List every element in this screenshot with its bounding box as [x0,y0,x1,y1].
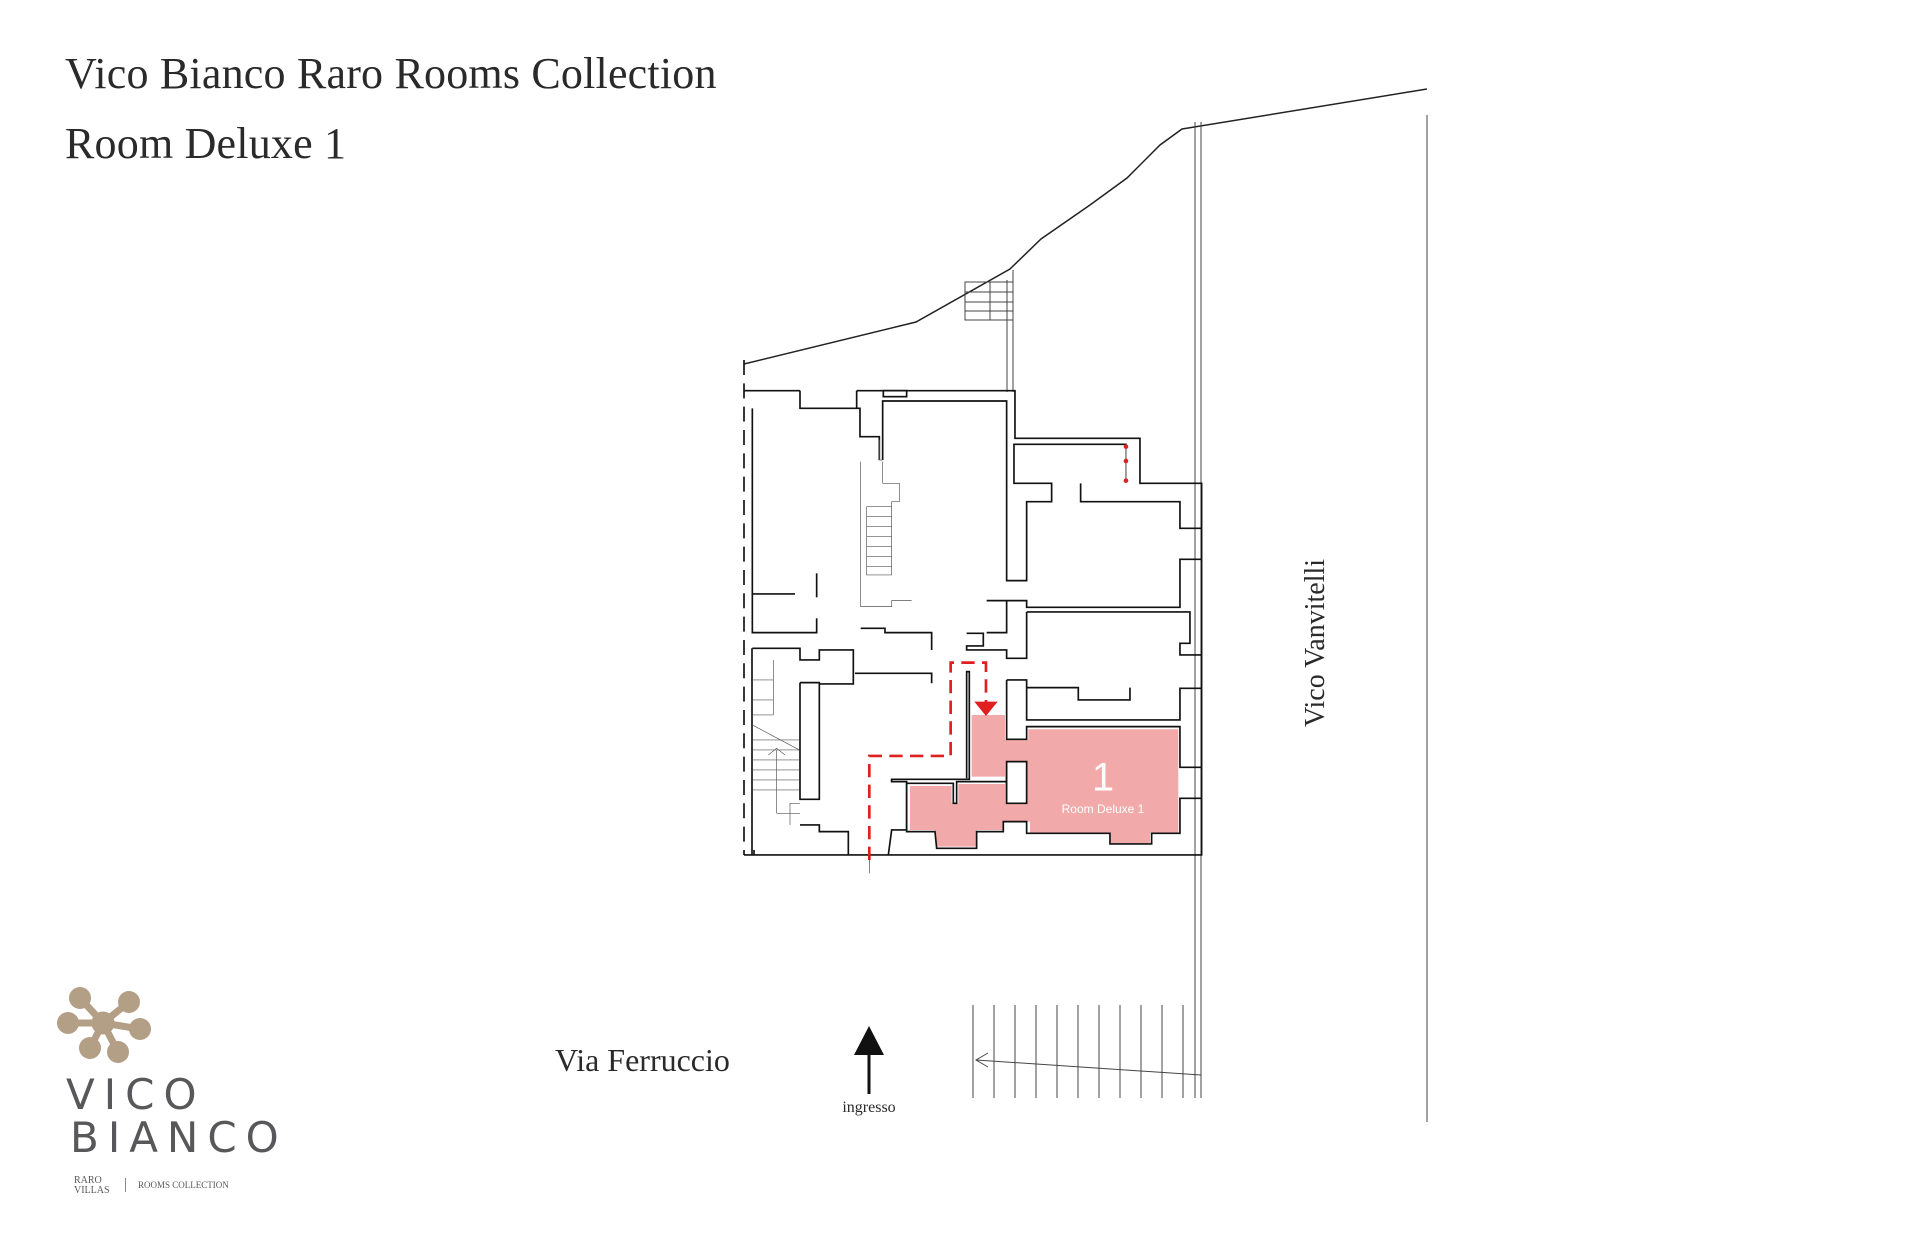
street-label-east: Vico Vanvitelli [1300,558,1331,728]
raro-villas-brand: RARO VILLAS [74,1175,110,1196]
exterior-stair [964,281,1014,321]
room-deluxe-1-area [909,714,1179,847]
logo-line1: VICO [66,1070,206,1119]
door-markers [1123,444,1129,483]
logo-divider [125,1178,126,1192]
route-arrow-icon [974,701,998,716]
room-number: 1 [1091,755,1115,800]
logo-line2: BIANCO [70,1113,288,1162]
entrance-label: ingresso [842,1099,896,1116]
walls [743,360,1203,856]
page-subtitle: Room Deluxe 1 [65,119,347,168]
street-label-south: Via Ferruccio [555,1042,730,1078]
site-boundary [743,88,1428,365]
interior-stairs [752,439,912,825]
route-path [867,661,988,860]
sidewalk-hatch [972,1005,1184,1098]
vico-bianco-flower-logo-icon [57,987,151,1063]
entrance-arrowhead-icon [854,1026,884,1055]
room-name: Room Deluxe 1 [1061,802,1145,816]
slope-arrow-icon [975,1052,989,1068]
slope-line [975,1059,1202,1076]
page-title: Vico Bianco Raro Rooms Collection [65,49,717,98]
rooms-collection-label: ROOMS COLLECTION [138,1180,229,1190]
